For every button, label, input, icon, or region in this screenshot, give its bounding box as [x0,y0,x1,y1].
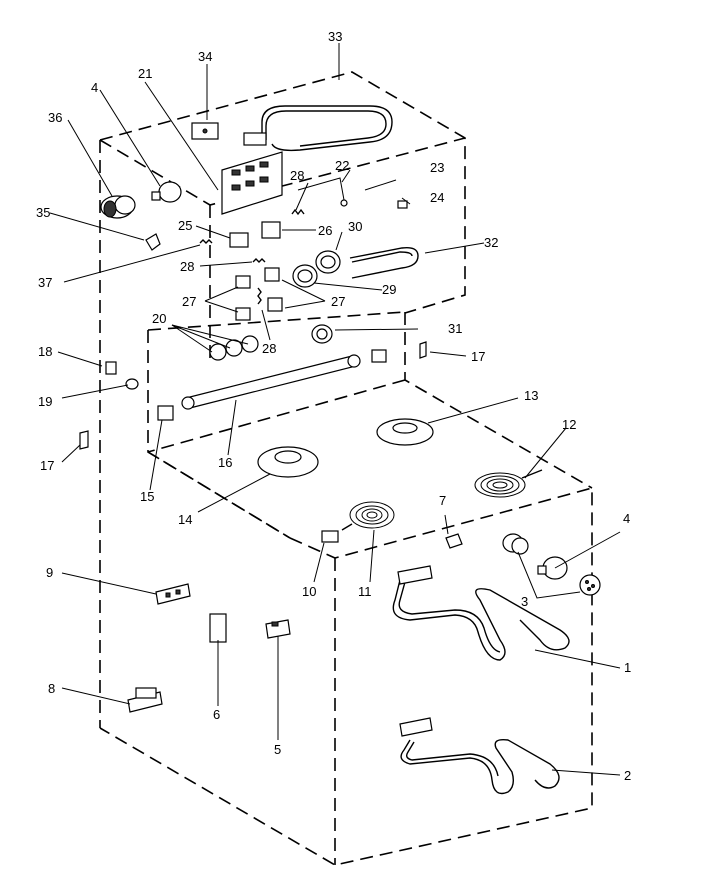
callout-9: 9 [46,565,53,580]
callout-14: 14 [178,512,192,527]
callout-34: 34 [198,49,212,64]
part-28-spring-a [291,208,305,216]
part-19 [125,378,139,390]
part-27-switch-b [264,267,280,282]
part-24 [397,200,408,209]
callout-3: 3 [521,594,528,609]
callout-21: 21 [138,66,152,81]
callout-30: 30 [348,219,362,234]
callout-25: 25 [178,218,192,233]
leader-lines [49,43,621,776]
part-28-spring-b [199,239,213,244]
callout-29: 29 [382,282,396,297]
callout-6: 6 [213,707,220,722]
part-16-tube [181,354,361,410]
part-8 [127,687,163,713]
callout-27-right: 27 [331,294,345,309]
part-18 [105,361,117,375]
part-26-switch [261,221,281,239]
callout-4-top: 4 [91,80,98,95]
callout-31: 31 [448,321,462,336]
callout-32: 32 [484,235,498,250]
callout-27-left: 27 [182,294,196,309]
callout-26: 26 [318,223,332,238]
part-12-coil [474,469,543,498]
part-29-knob [292,264,318,288]
part-36-lamp-socket [100,195,136,219]
part-25-switch [229,232,249,248]
callout-5: 5 [274,742,281,757]
callout-2: 2 [624,768,631,783]
callout-37: 37 [38,275,52,290]
part-5 [265,619,291,639]
part-2-broil-element [399,717,560,795]
callout-28-mid: 28 [180,259,194,274]
callout-7: 7 [439,493,446,508]
part-7 [445,533,463,549]
part-33-element [261,105,393,152]
part-27-switch-d [267,297,283,312]
part-30-knob [315,250,341,274]
part-20-knobs [209,335,259,361]
part-4-bulb-top [151,181,182,203]
parts [79,105,601,795]
part-4-bulb-lower [537,556,568,580]
callout-17-right: 17 [471,349,485,364]
callout-28-top: 28 [290,168,304,183]
part-27-switch-c [235,307,251,321]
callout-12: 12 [562,417,576,432]
part-11-coil [341,501,395,531]
callout-8: 8 [48,681,55,696]
callout-35: 35 [36,205,50,220]
callout-33: 33 [328,29,342,44]
callout-labels: 1 2 3 4 4 5 6 7 8 9 10 11 12 13 14 15 16… [36,29,631,783]
part-35 [145,233,161,251]
callout-13: 13 [524,388,538,403]
callout-22: 22 [335,158,349,173]
part-31-knob [311,324,333,344]
callout-20: 20 [152,311,166,326]
part-1-bake-element [392,565,570,661]
callout-1: 1 [624,660,631,675]
callout-10: 10 [302,584,316,599]
part-28-spring-c [252,258,266,263]
callout-4-lower: 4 [623,511,630,526]
callout-15: 15 [140,489,154,504]
cabinet-outline [99,71,593,866]
callout-18: 18 [38,344,52,359]
part-17-bracket-b [79,430,89,450]
callout-19: 19 [38,394,52,409]
part-9 [155,583,191,605]
part-10 [321,530,339,543]
callout-28-lower: 28 [262,341,276,356]
callout-24: 24 [430,190,444,205]
part-13-burner-plate [376,418,434,446]
part-6 [209,613,227,643]
callout-36: 36 [48,110,62,125]
part-15 [157,405,174,421]
part-17-bracket-a [419,341,427,359]
part-27-switch-a [235,275,251,289]
callout-16: 16 [218,455,232,470]
callout-23: 23 [430,160,444,175]
callout-11: 11 [358,584,372,599]
callout-17-left: 17 [40,458,54,473]
part-3-lamp-assembly [502,533,601,596]
part-32-element [349,246,419,279]
part-14-burner-plate [257,446,319,478]
